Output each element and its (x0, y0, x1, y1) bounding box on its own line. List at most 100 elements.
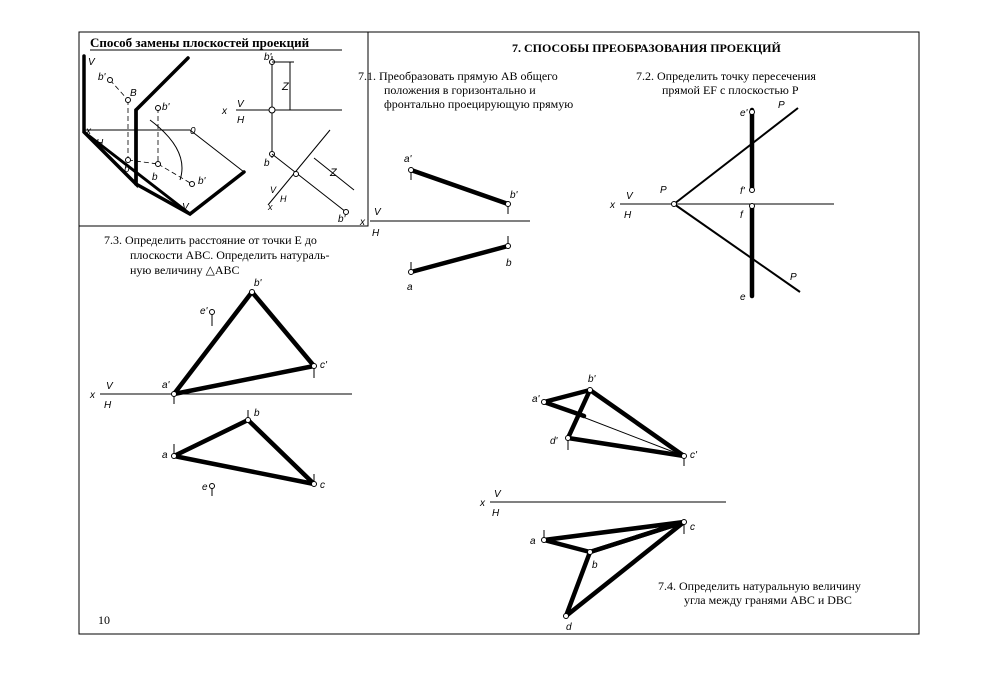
task72-label-ep: e' (740, 108, 749, 119)
task72-line1: 7.2. Определить точку пересечения (636, 69, 816, 83)
task72-pt-px (671, 201, 677, 207)
inset-r-label-z2: Z (329, 167, 338, 179)
task72-label-Pv: P (778, 100, 785, 111)
task73-line2: плоскости ABC. Определить натураль- (130, 248, 329, 262)
inset-r-pt-bx1 (293, 171, 299, 177)
task71-pt-bp (505, 201, 511, 207)
task71-pt-a (408, 269, 414, 275)
inset-r-pt-b1p (343, 209, 349, 215)
inset-r-label-b: b (264, 158, 270, 169)
task74-pt-bp (587, 387, 593, 393)
task74-label-bp: b' (588, 374, 597, 385)
task73-pt-cp (311, 363, 317, 369)
inset-label-V1: V (182, 202, 190, 213)
task73-pt-b (245, 417, 251, 423)
task71-label-V: V (374, 207, 382, 218)
inset-label-V: V (88, 57, 96, 68)
inset-label-b1pp: b' (198, 176, 207, 187)
task71-ab-prime (408, 167, 511, 207)
task72-label-H: H (624, 210, 632, 221)
task74-label-d: d (566, 622, 572, 633)
inset-r-label-V: V (237, 99, 245, 110)
inset-label-B: B (130, 88, 137, 99)
inset-pt-bp (107, 77, 113, 83)
task71-label-b: b (506, 258, 512, 269)
task74-horiz-dbc (563, 519, 687, 619)
inset-plane-h-edge (189, 129, 245, 173)
inset-pt-B (125, 97, 131, 103)
task73-label-H: H (104, 400, 112, 411)
task72-label-e: e (740, 292, 746, 303)
task71-label-x: x (359, 217, 366, 228)
inset-pt-b (125, 157, 131, 163)
task73-label-a: a (162, 450, 168, 461)
task73-label-x: x (89, 390, 96, 401)
task74-label-c: c (690, 522, 695, 533)
sheet-frame (78, 31, 920, 635)
task72-label-Px: P (660, 185, 667, 196)
task71-ab (408, 243, 511, 275)
task72-label-x: x (609, 200, 616, 211)
page-number: 10 (98, 613, 110, 627)
task71-label-H: H (372, 228, 380, 239)
task73-label-c: c (320, 480, 325, 491)
task72-pt-f (749, 203, 755, 209)
inset-dash-5 (157, 163, 193, 185)
task74-label-V: V (494, 489, 502, 500)
inset-title: Способ замены плоскостей проекций (90, 35, 310, 50)
inset-r-z2 (313, 157, 355, 191)
task71-line1: 7.1. Преобразовать прямую AB общего (358, 69, 558, 83)
task74-pt-cp (681, 453, 687, 459)
task73-label-V: V (106, 381, 114, 392)
task73-label-bp: b' (254, 278, 263, 289)
task73-line3: ную величину △ABC (130, 263, 240, 277)
task73-pt-ep (209, 309, 215, 315)
task71-line2: положения в горизонтально и (384, 83, 536, 97)
task72-ph (673, 203, 801, 293)
task73-label-cp: c' (320, 360, 328, 371)
task71-pt-b (505, 243, 511, 249)
task74-label-H: H (492, 508, 500, 519)
inset-r-pt-bx (268, 106, 276, 114)
task74-label-ap: a' (532, 394, 541, 405)
inset-label-H: H (96, 138, 104, 149)
inset-frame (79, 32, 369, 227)
task74-pt-ap (541, 399, 547, 405)
inset-label-bprime: b' (98, 72, 107, 83)
inset-label-O: 0 (190, 126, 196, 137)
task74-pt-c (681, 519, 687, 525)
inset-pt-bx (155, 161, 161, 167)
inset-dash-1 (109, 79, 129, 101)
inset-r-label-z: Z (281, 81, 290, 93)
task74-front-ac-dash (543, 401, 685, 457)
inset-label-x: x (85, 126, 92, 137)
task72-label-Ph: P (790, 272, 797, 283)
task73-pt-a (171, 453, 177, 459)
task72-pt-ep (749, 109, 755, 115)
task72-label-f: f (740, 210, 744, 221)
inset-label-b1: b (152, 172, 158, 183)
inset-r-label-b1p: b' (338, 214, 347, 225)
task71-label-bp: b' (510, 190, 519, 201)
task74-label-dp: d' (550, 436, 559, 447)
inset-r-label-x1: x (267, 202, 273, 212)
inset-plane-h-left (82, 130, 192, 216)
task73-line1: 7.3. Определить расстояние от точки E до (104, 233, 317, 247)
task73-pt-bp (249, 289, 255, 295)
task73-abc (171, 417, 317, 487)
inset-pt-b1p (155, 105, 161, 111)
task72-pt-fp (749, 187, 755, 193)
inset-r-label-H1: H (280, 194, 287, 204)
task72-label-V: V (626, 191, 634, 202)
task74-label-a: a (530, 536, 536, 547)
task74-line2: угла между гранями ABC и DBC (684, 593, 852, 607)
inset-r-label-bp: b' (264, 52, 273, 63)
inset-r-proj (271, 153, 347, 213)
task74-pt-a (541, 537, 547, 543)
task71-line3: фронтально проецирующую прямую (384, 97, 573, 111)
inset-arc (149, 119, 183, 181)
task73-label-b: b (254, 408, 260, 419)
task71-label-ap: a' (404, 154, 413, 165)
inset-r-label-H: H (237, 115, 245, 126)
